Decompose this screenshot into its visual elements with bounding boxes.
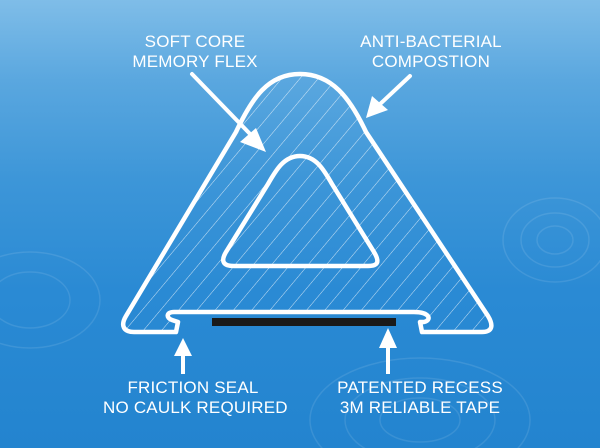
callout-friction-seal: FRICTION SEAL NO CAULK REQUIRED [103,378,288,418]
callout-patented-recess-line-2: 3M RELIABLE TAPE [339,398,501,417]
profile-inner-hollow [221,153,380,269]
callout-anti-bacterial-line-1: ANTI-BACTERIAL [360,32,502,51]
callout-patented-recess: PATENTED RECESS 3M RELIABLE TAPE [330,378,510,418]
arrow-anti-bacterial-icon [366,74,412,118]
callout-soft-core-line-1: SOFT CORE [144,32,246,51]
callout-soft-core: SOFT CORE MEMORY FLEX [115,32,275,72]
arrow-patented-recess-icon [379,328,397,374]
callout-soft-core-line-2: MEMORY FLEX [132,52,258,71]
arrow-soft-core-icon [190,72,266,152]
profile-hatch-fill [123,74,492,332]
arrow-friction-seal-icon [174,338,192,374]
callout-friction-seal-line-2: NO CAULK REQUIRED [103,398,288,417]
callout-anti-bacterial-line-2: COMPOSTION [371,52,491,71]
callout-patented-recess-line-1: PATENTED RECESS [337,378,503,397]
adhesive-tape-strip [212,318,396,326]
profile-outer-outline [121,71,494,335]
callout-friction-seal-line-1: FRICTION SEAL [127,378,259,397]
callout-anti-bacterial: ANTI-BACTERIAL COMPOSTION [346,32,516,72]
